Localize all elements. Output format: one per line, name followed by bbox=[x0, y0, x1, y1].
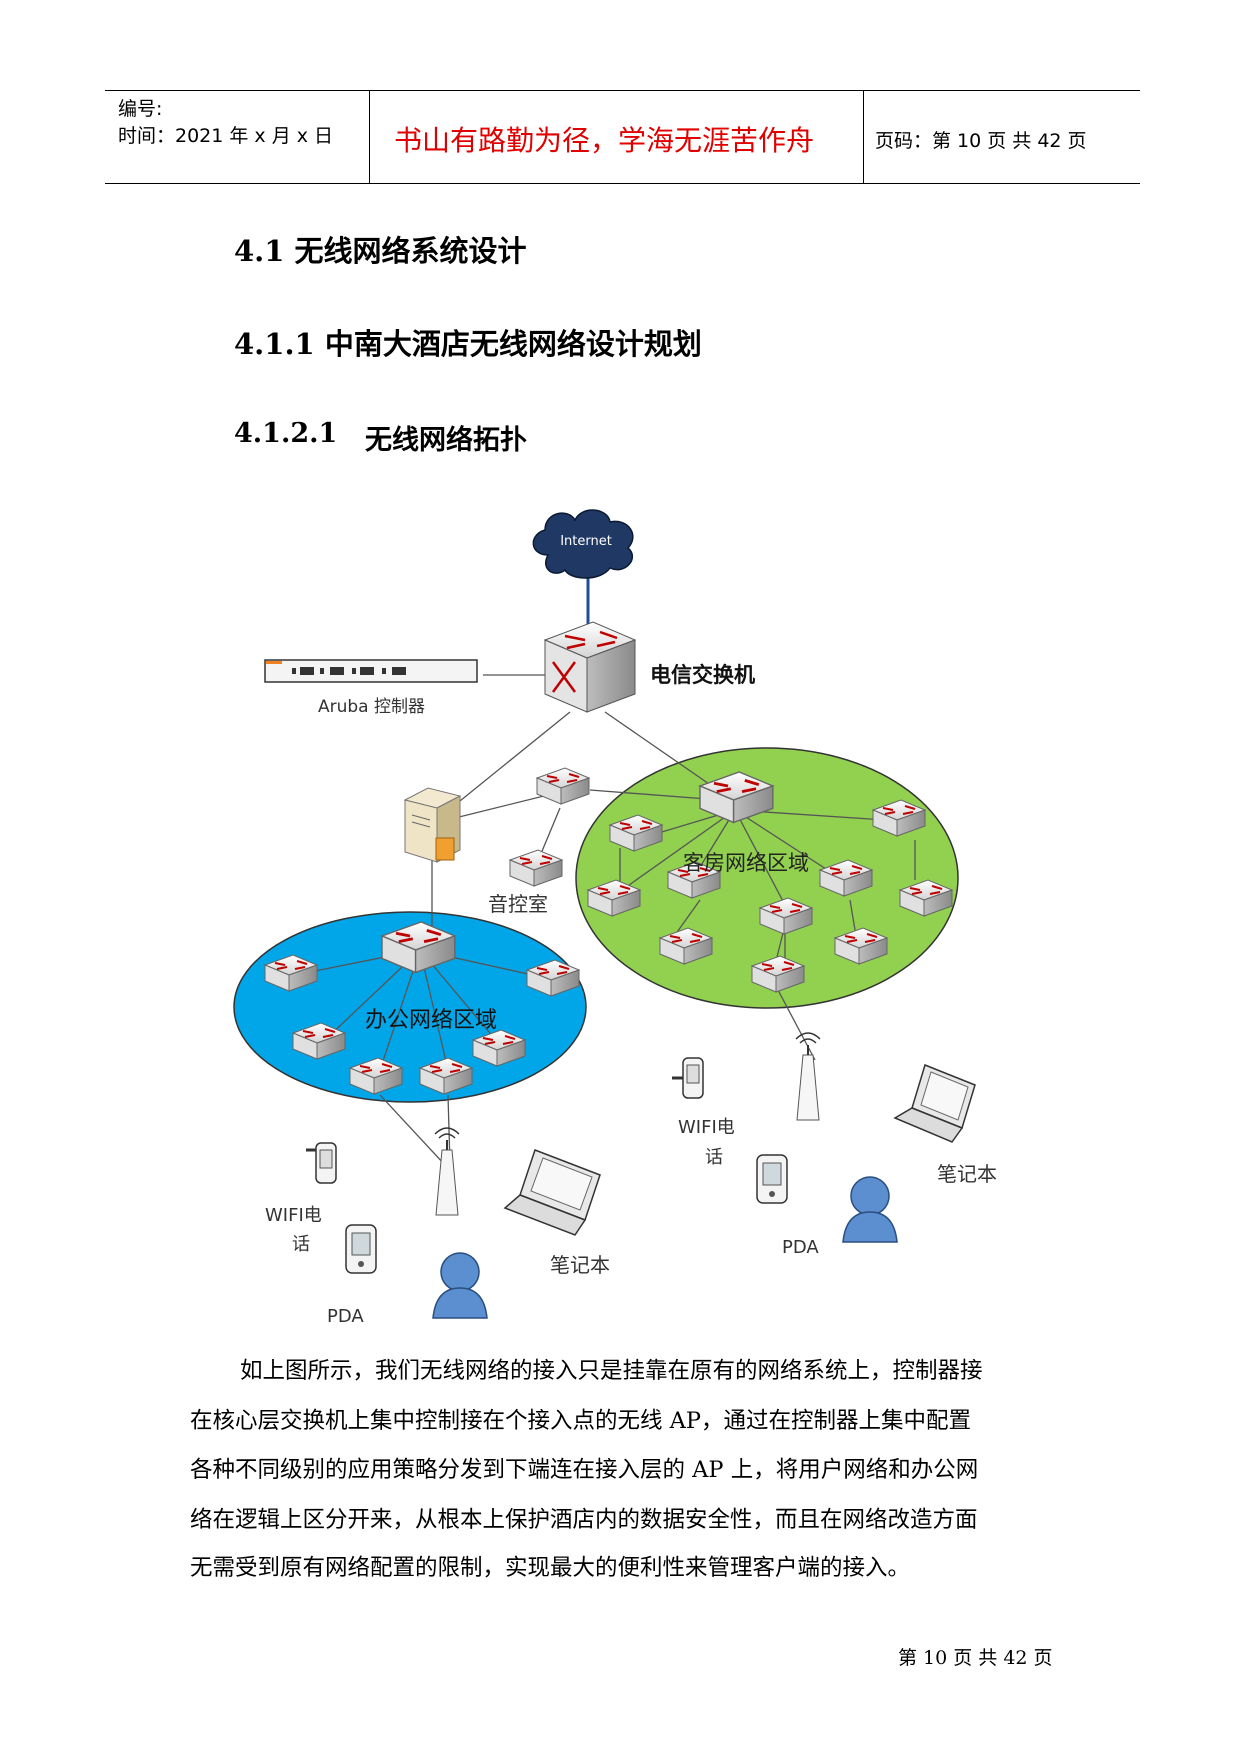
guest-wifi-phone-label-1: WIFI电 bbox=[678, 1117, 735, 1138]
header-divider-right bbox=[863, 90, 864, 183]
guest-wifi-phone-icon bbox=[672, 1057, 704, 1099]
telecom-switch-icon bbox=[543, 621, 637, 713]
body-paragraph-line: 如上图所示，我们无线网络的接入只是挂靠在原有的网络系统上，控制器接 bbox=[240, 1358, 983, 1384]
svg-text:Internet: Internet bbox=[560, 534, 612, 549]
guest-laptop-label: 笔记本 bbox=[937, 1162, 997, 1186]
header-page-label: 页码：第 10 页 共 42 页 bbox=[875, 130, 1087, 152]
internet-cloud-icon: Internet bbox=[532, 509, 634, 579]
office-wifi-phone-label-2: 话 bbox=[292, 1234, 310, 1255]
guest-user-icon bbox=[842, 1176, 898, 1243]
aruba-controller-icon bbox=[264, 659, 478, 683]
office-pda-label: PDA bbox=[327, 1306, 364, 1327]
body-paragraph-line: 在核心层交换机上集中控制接在个接入点的无线 AP，通过在控制器上集中配置 bbox=[190, 1408, 972, 1434]
audio-room-switch-icon bbox=[509, 849, 563, 887]
guest-laptop-icon bbox=[893, 1063, 976, 1143]
office-pda-icon bbox=[345, 1224, 377, 1274]
header-bottom-rule bbox=[105, 183, 1140, 184]
server-icon bbox=[403, 787, 462, 863]
page-footer: 第 10 页 共 42 页 bbox=[898, 1647, 1053, 1669]
office-access-point-icon bbox=[434, 1127, 460, 1216]
office-user-icon bbox=[432, 1252, 488, 1319]
body-paragraph-line: 络在逻辑上区分开来，从根本上保护酒店内的数据安全性，而且在网络改造方面 bbox=[190, 1507, 978, 1533]
office-wifi-phone-label-1: WIFI电 bbox=[265, 1205, 322, 1226]
office-laptop-label: 笔记本 bbox=[550, 1253, 610, 1277]
distribution-switch-icon bbox=[536, 767, 590, 805]
body-paragraph-line: 各种不同级别的应用策略分发到下端连在接入层的 AP 上，将用户网络和办公网 bbox=[190, 1457, 979, 1483]
controller-label: Aruba 控制器 bbox=[318, 697, 425, 717]
guest-wifi-phone-label-2: 话 bbox=[705, 1147, 723, 1168]
office-zone-label: 办公网络区域 bbox=[365, 1008, 497, 1033]
audio-room-label: 音控室 bbox=[488, 892, 548, 916]
office-wifi-phone-icon bbox=[306, 1142, 337, 1184]
office-laptop-icon bbox=[503, 1149, 601, 1236]
header-motto: 书山有路勤为径，学海无涯苦作舟 bbox=[394, 124, 815, 157]
body-paragraph-line: 无需受到原有网络配置的限制，实现最大的便利性来管理客户端的接入。 bbox=[190, 1555, 911, 1581]
section-heading-4-1: 4.1 无线网络系统设计 bbox=[234, 234, 527, 268]
header-divider-left bbox=[369, 90, 370, 183]
header-top-rule bbox=[105, 90, 1140, 91]
guest-pda-label: PDA bbox=[782, 1237, 819, 1258]
header-time-label: 时间：2021 年 x 月 x 日 bbox=[118, 125, 334, 147]
guest-zone-label: 客房网络区域 bbox=[683, 851, 809, 875]
section-heading-4-1-1: 4.1.1 中南大酒店无线网络设计规划 bbox=[234, 327, 702, 361]
section-heading-number: 4.1.2.1 bbox=[234, 418, 338, 449]
guest-pda-icon bbox=[756, 1154, 788, 1204]
guest-access-point-icon bbox=[795, 1032, 821, 1121]
telecom-switch-label: 电信交换机 bbox=[650, 663, 755, 687]
section-heading-title: 无线网络拓扑 bbox=[365, 425, 527, 456]
header-number-label: 编号: bbox=[118, 98, 163, 120]
